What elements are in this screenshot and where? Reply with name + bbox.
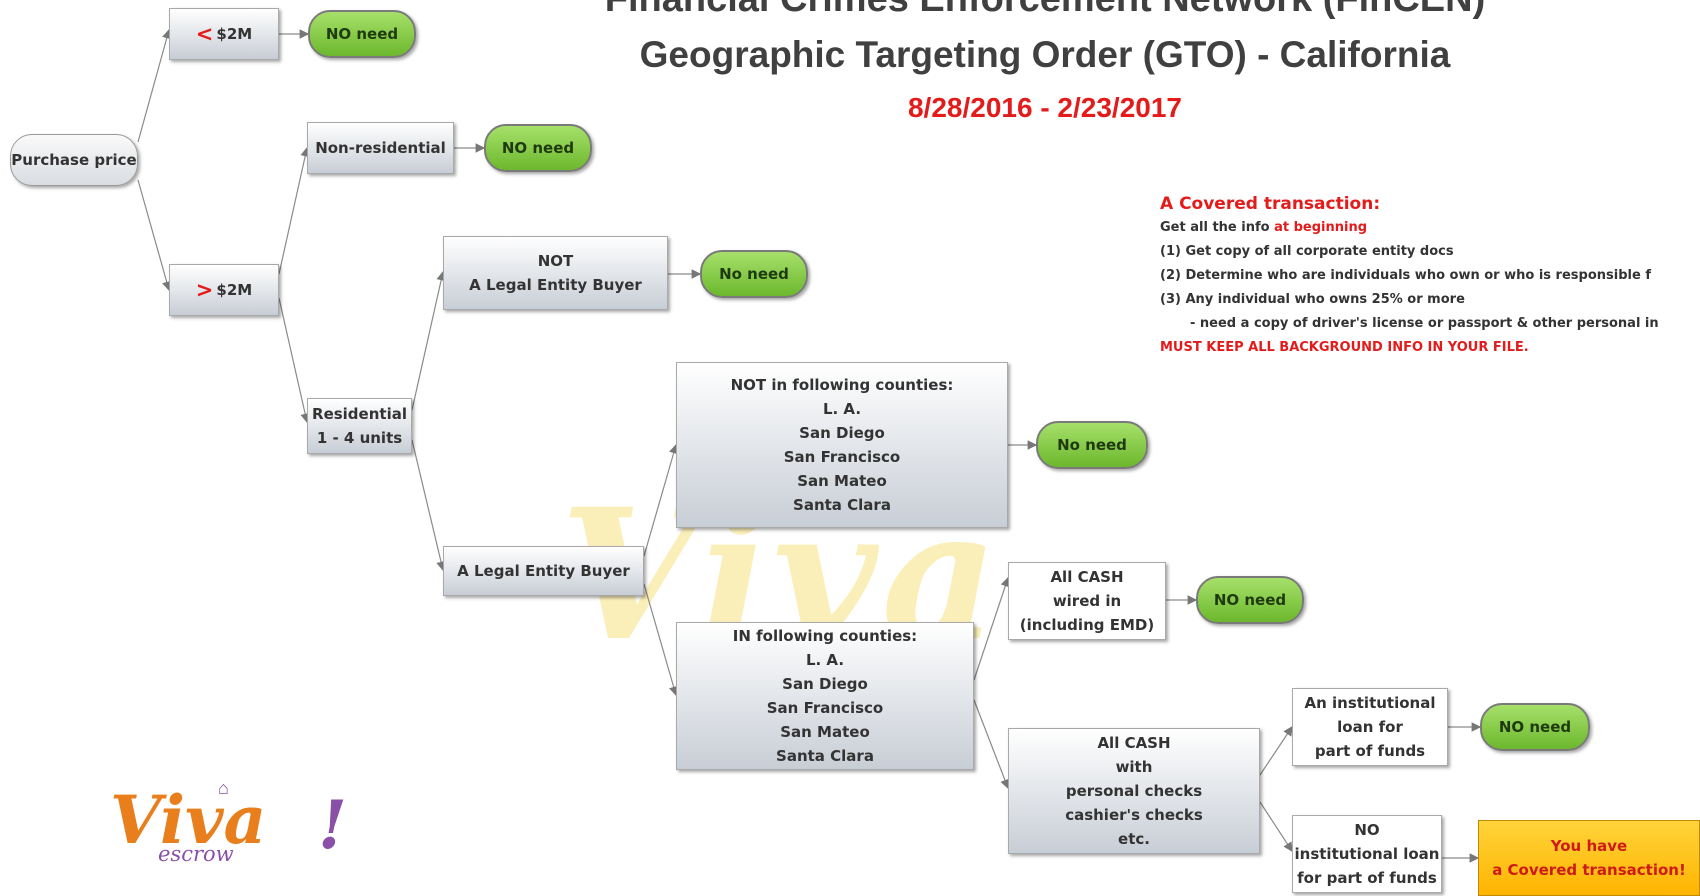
node-cash-checks: All CASH with personal checks cashier's … (1008, 728, 1260, 854)
node-no-need-notlegal: No need (700, 250, 808, 298)
edge-res-legal (411, 439, 446, 572)
info-line: Get all the info at beginning (1160, 216, 1700, 240)
node-label-line: cashier's checks (1065, 806, 1203, 824)
node-label: $2M (216, 281, 253, 299)
page-title-line1: Financial Crimes Enforcement Network (Fi… (480, 0, 1610, 21)
node-greater-than-2m: > $2M (169, 264, 279, 316)
edge-price-gt2m (137, 179, 172, 292)
edge-res-notlegal (411, 270, 446, 411)
info-heading: A Covered transaction: (1160, 194, 1381, 214)
node-label-line: wired in (1052, 592, 1122, 610)
node-label-line: etc. (1118, 830, 1150, 848)
node-label-line1: You have (1550, 837, 1628, 855)
date-range: 8/28/2016 - 2/23/2017 (907, 92, 1182, 123)
node-label-line2: A Legal Entity Buyer (469, 276, 642, 294)
node-label-line: (including EMD) (1019, 616, 1155, 634)
info-line-prefix: Get all the info (1160, 220, 1270, 235)
node-label-line: An institutional (1304, 694, 1436, 712)
node-no-institutional-loan: NO institutional loan for part of funds (1292, 815, 1442, 893)
node-label: NO need (1498, 718, 1572, 736)
info-line-highlight: at beginning (1274, 220, 1368, 235)
node-label: Non-residential (315, 139, 446, 157)
edge-checks-loan (1259, 726, 1293, 776)
county-item: Santa Clara (776, 747, 874, 765)
county-item: San Mateo (780, 723, 870, 741)
node-label: NO need (501, 139, 575, 157)
node-label-line: All CASH (1050, 568, 1124, 586)
node-residential: Residential 1 - 4 units (307, 398, 412, 454)
edge-gt2m-nonres (278, 146, 310, 275)
viva-escrow-logo: ⌂ Viva escrow ! (110, 778, 347, 866)
info-line: (1) Get copy of all corporate entity doc… (1160, 244, 1454, 259)
county-item: San Diego (799, 424, 885, 442)
logo-exclamation: ! (318, 786, 347, 864)
node-label-line2: 1 - 4 units (316, 429, 403, 447)
node-institutional-loan: An institutional loan for part of funds (1292, 688, 1448, 766)
edge-checks-noloan (1259, 801, 1293, 853)
county-item: San Mateo (797, 472, 887, 490)
node-no-need-loan: NO need (1480, 703, 1590, 751)
node-label: NO need (325, 25, 399, 43)
node-label-line: personal checks (1065, 782, 1203, 800)
county-item: L. A. (822, 400, 862, 418)
edge-legal-notcounties (643, 443, 679, 557)
node-title: IN following counties: (732, 627, 918, 645)
node-cash-wired: All CASH wired in (including EMD) (1008, 562, 1166, 640)
node-label-line: for part of funds (1297, 869, 1437, 887)
node-covered-transaction: You have a Covered transaction! (1478, 820, 1700, 896)
node-label-line: NO (1354, 821, 1380, 839)
edge-in-checks (973, 699, 1010, 790)
node-label: A Legal Entity Buyer (457, 562, 630, 580)
node-less-than-2m: < $2M (169, 8, 279, 60)
node-label-line: institutional loan (1294, 845, 1440, 863)
edge-in-wired (973, 576, 1010, 681)
covered-transaction-info: A Covered transaction: Get all the info … (1160, 192, 1700, 360)
node-label: No need (719, 265, 789, 283)
node-purchase-price: Purchase price (10, 134, 138, 186)
node-label-line2: a Covered transaction! (1492, 861, 1686, 879)
node-no-need-lt2m: NO need (308, 10, 416, 58)
node-not-in-counties: NOT in following counties: L. A. San Die… (676, 362, 1008, 528)
node-no-need-nonres: NO need (484, 124, 592, 172)
node-label-line: All CASH (1097, 734, 1171, 752)
node-label-line: part of funds (1314, 742, 1426, 760)
edge-price-lt2m (137, 28, 172, 143)
page-title-line2: Geographic Targeting Order (GTO) - Calif… (639, 34, 1451, 75)
info-line: - need a copy of driver's license or pas… (1190, 316, 1659, 331)
info-line: (2) Determine who are individuals who ow… (1160, 268, 1651, 283)
logo-main-text: Viva (110, 781, 267, 859)
node-label: $2M (216, 25, 253, 43)
node-legal-entity-buyer: A Legal Entity Buyer (443, 546, 644, 596)
less-than-symbol: < (195, 22, 214, 46)
greater-than-symbol: > (195, 278, 214, 302)
node-in-counties: IN following counties: L. A. San Diego S… (676, 622, 974, 770)
edge-legal-incounties (643, 583, 679, 697)
county-item: L. A. (805, 651, 845, 669)
info-line: (3) Any individual who owns 25% or more (1160, 292, 1465, 307)
house-icon: ⌂ (218, 778, 229, 798)
county-item: San Francisco (766, 699, 884, 717)
node-no-need-wired: NO need (1196, 576, 1304, 624)
logo-sub-text: escrow (158, 842, 234, 866)
node-label-line1: Residential (312, 405, 407, 423)
county-item: San Francisco (783, 448, 901, 466)
county-item: San Diego (782, 675, 868, 693)
node-label: No need (1057, 436, 1127, 454)
node-no-need-notcounties: No need (1036, 421, 1148, 469)
county-item: Santa Clara (793, 496, 891, 514)
node-not-legal-entity: NOT A Legal Entity Buyer (443, 236, 668, 310)
node-label: NO need (1213, 591, 1287, 609)
node-label-line1: NOT (537, 252, 574, 270)
info-warning: MUST KEEP ALL BACKGROUND INFO IN YOUR FI… (1160, 340, 1529, 355)
node-label-line: with (1115, 758, 1153, 776)
node-label-line: loan for (1337, 718, 1403, 736)
node-non-residential: Non-residential (307, 122, 454, 174)
node-label: Purchase price (11, 151, 137, 169)
edge-gt2m-res (278, 297, 310, 424)
node-title: NOT in following counties: (730, 376, 954, 394)
